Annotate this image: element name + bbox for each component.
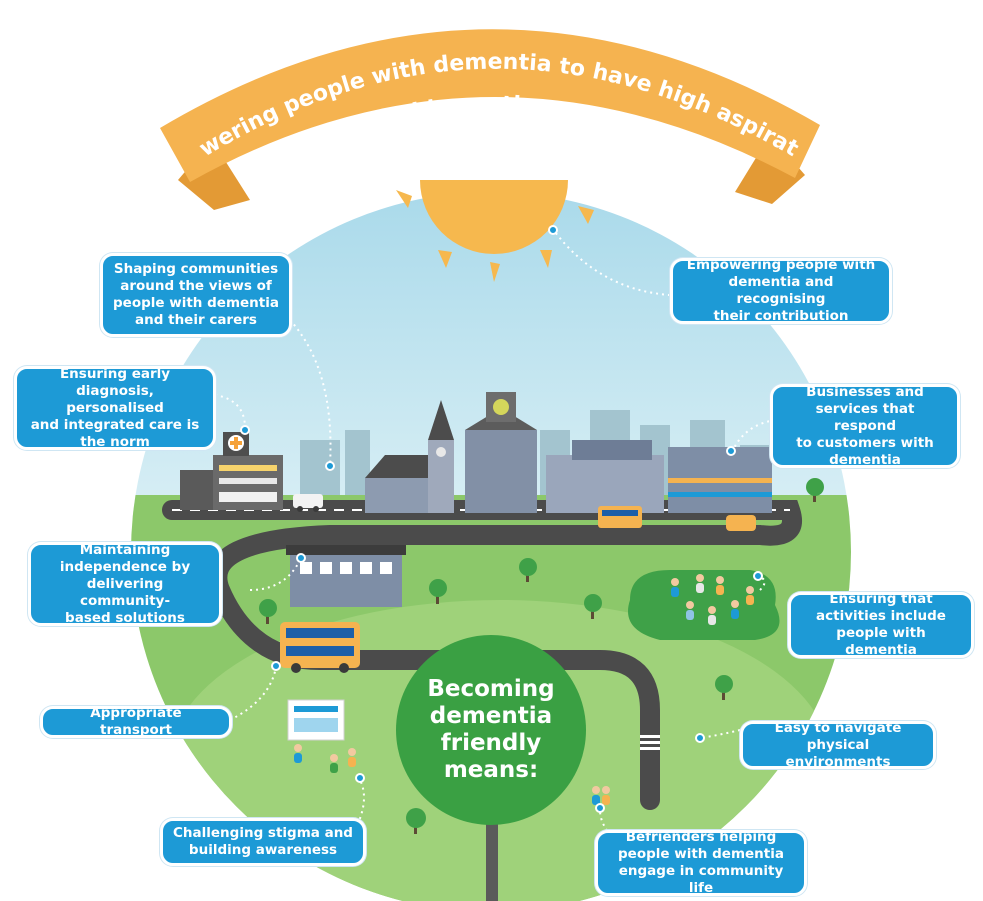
tree-icon: [584, 594, 602, 619]
town-buildings: [365, 392, 772, 513]
callout-text: Befrienders helping people with dementia…: [618, 829, 784, 896]
callout-easy-navigate: Easy to navigate physical environments: [740, 719, 936, 770]
hospital-building: [180, 432, 283, 510]
sun-icon: [396, 180, 594, 282]
callout-befrienders: Befrienders helping people with dementia…: [595, 829, 807, 896]
callout-text: Businesses and services that respond to …: [796, 383, 934, 468]
callout-maintaining-independence: Maintaining independence by delivering c…: [28, 542, 222, 626]
people-group-icon: [671, 574, 754, 625]
ambulance-icon: [293, 494, 323, 512]
park-group: [628, 570, 780, 640]
banner: [160, 29, 820, 210]
information-board-icon: [287, 699, 345, 741]
callout-text: Challenging stigma and building awarenes…: [173, 825, 353, 858]
tree-icon: [429, 579, 447, 604]
tree-icon: [519, 558, 537, 582]
callout-text: Empowering people with dementia and reco…: [686, 257, 876, 324]
connector-dots: [240, 225, 763, 813]
callout-activities-include: Ensuring that activities include people …: [788, 591, 974, 658]
bus-icon: [598, 506, 642, 528]
tree-icon: [715, 675, 733, 700]
callout-text: Easy to navigate physical environments: [774, 719, 902, 770]
callout-text: Shaping communities around the views of …: [113, 261, 279, 328]
center-label: Becoming dementia friendly means:: [427, 676, 555, 783]
double-decker-bus-icon: [280, 622, 360, 673]
tree-icon: [806, 478, 824, 502]
callout-businesses-services: Businesses and services that respond to …: [770, 384, 960, 468]
people-icon: [294, 744, 610, 805]
callout-text: Ensuring early diagnosis, personalised a…: [30, 365, 200, 450]
callout-connectors: [214, 231, 776, 841]
callout-empowering-people: Empowering people with dementia and reco…: [670, 257, 892, 324]
callout-text: Appropriate transport: [90, 705, 182, 738]
callout-text: Maintaining independence by delivering c…: [59, 541, 191, 626]
callout-challenging-stigma: Challenging stigma and building awarenes…: [160, 818, 366, 866]
callout-text: Ensuring that activities include people …: [816, 591, 946, 658]
community-housing: [286, 545, 406, 607]
callout-early-diagnosis: Ensuring early diagnosis, personalised a…: [14, 366, 216, 450]
zebra-crossing: [640, 735, 660, 750]
medical-cross-icon: [228, 435, 244, 451]
trees: [259, 478, 824, 834]
callout-shaping-communities: Shaping communities around the views of …: [100, 253, 292, 337]
center-circle: [396, 635, 586, 901]
tree-icon: [259, 599, 277, 624]
car-icon: [726, 515, 756, 531]
tree-icon: [406, 808, 426, 834]
callout-appropriate-transport: Appropriate transport: [40, 705, 232, 738]
